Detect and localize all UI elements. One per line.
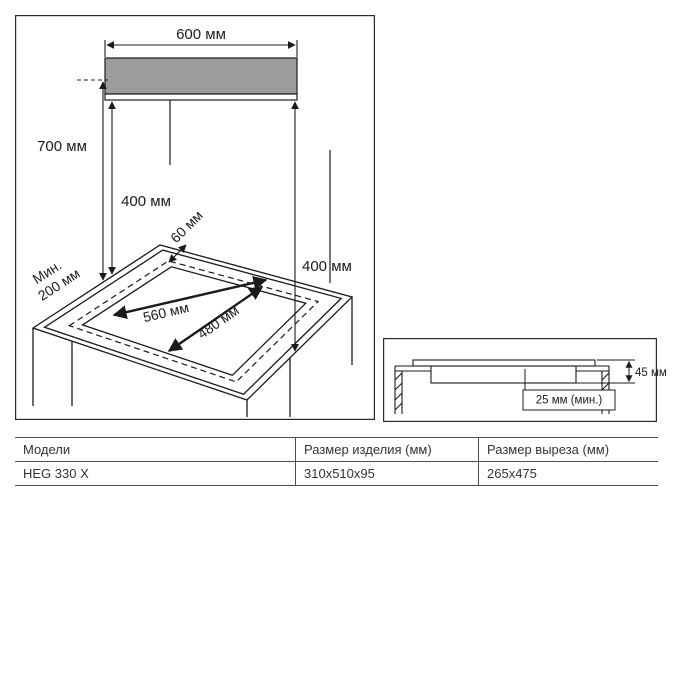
dim-400-left-label: 400 мм bbox=[121, 193, 171, 210]
dim-min-200-label: Мин. 200 мм bbox=[30, 257, 83, 304]
dim-25-note: 25 мм (мин.) bbox=[522, 369, 616, 411]
dim-700-label: 700 мм bbox=[37, 138, 87, 155]
cutout-outline bbox=[67, 260, 320, 383]
table-header-product-size: Размер изделия (мм) bbox=[295, 438, 478, 461]
dim-480-arrow: 480 мм bbox=[167, 286, 264, 352]
cross-section-diagram: 45 мм 25 мм (мин.) bbox=[383, 338, 667, 423]
table-cell-cutout-size: 265x475 bbox=[478, 462, 658, 485]
dim-45-arrow bbox=[576, 359, 635, 384]
installation-diagram-svg: 600 мм 700 мм 400 мм 400 мм bbox=[15, 15, 375, 420]
cross-section-svg: 45 мм 25 мм (мин.) bbox=[383, 338, 667, 423]
installation-diagram: 600 мм 700 мм 400 мм 400 мм bbox=[15, 15, 375, 420]
diagram-border bbox=[15, 15, 375, 420]
dim-25-label: 25 мм (мин.) bbox=[536, 395, 603, 407]
dim-60-arrow bbox=[168, 244, 187, 263]
dim-45-label: 45 мм bbox=[635, 367, 667, 379]
dim-600-label: 600 мм bbox=[176, 26, 226, 43]
table-header-cutout-size: Размер выреза (мм) bbox=[478, 438, 658, 461]
inset-border bbox=[383, 338, 657, 423]
countertop-outline bbox=[31, 244, 354, 417]
wall-edges bbox=[169, 100, 331, 283]
table-cell-model: HEG 330 X bbox=[23, 466, 89, 481]
dim-560-label: 560 мм bbox=[141, 299, 190, 325]
dim-60-label: 60 мм bbox=[167, 207, 206, 246]
table-cell-product-size: 310x510x95 bbox=[295, 462, 478, 485]
spec-table: Модели Размер изделия (мм) Размер выреза… bbox=[15, 437, 658, 486]
dim-400-right-label: 400 мм bbox=[302, 258, 352, 275]
dim-480-label: 480 мм bbox=[194, 302, 241, 342]
hob-section bbox=[412, 359, 596, 384]
table-header-model: Модели bbox=[23, 442, 71, 457]
table-header-row: Модели Размер изделия (мм) Размер выреза… bbox=[15, 438, 658, 462]
hood-panel bbox=[104, 57, 298, 101]
table-row: HEG 330 X 310x510x95 265x475 bbox=[15, 462, 658, 486]
dim-700-arrow bbox=[77, 79, 108, 281]
dim-600-arrow bbox=[104, 40, 298, 57]
